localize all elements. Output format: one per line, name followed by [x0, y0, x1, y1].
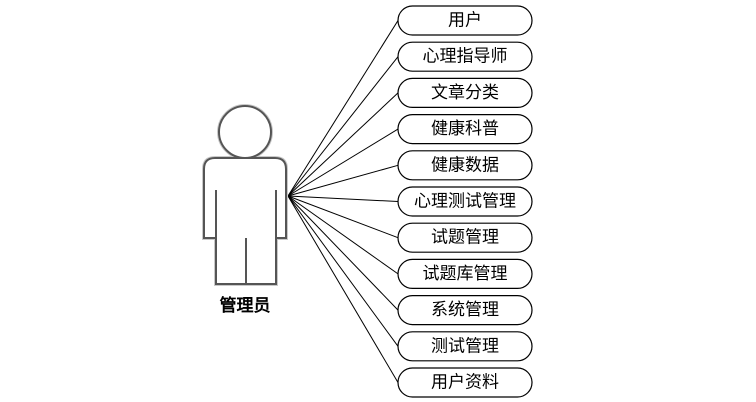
use-case-label: 试题管理 — [431, 228, 499, 248]
use-case-ellipse — [397, 150, 533, 181]
use-case-ellipse — [397, 77, 533, 109]
use-case-ellipse — [397, 222, 533, 253]
use-case-label: 心理指导师 — [423, 47, 508, 67]
use-case-label: 健康数据 — [431, 155, 499, 175]
use-case-label: 系统管理 — [431, 300, 499, 320]
use-case: 用户资料 — [397, 367, 533, 398]
use-case-label: 试题库管理 — [423, 264, 508, 284]
association-line — [287, 195, 399, 311]
use-case: 心理测试管理 — [397, 186, 533, 217]
use-case-ellipse — [397, 41, 533, 72]
actor-body — [203, 157, 287, 285]
association-line — [287, 56, 399, 197]
association-line — [287, 195, 399, 275]
association-line — [287, 128, 399, 197]
use-case-label: 文章分类 — [431, 83, 499, 103]
use-case: 健康科普 — [397, 113, 533, 145]
association-line — [287, 195, 399, 239]
actor-head — [218, 105, 272, 159]
use-case: 测试管理 — [397, 331, 533, 362]
association-line — [287, 195, 399, 202]
use-case: 试题库管理 — [397, 258, 533, 289]
use-case-label: 健康科普 — [431, 119, 499, 139]
use-case-label: 用户资料 — [431, 373, 499, 393]
association-line — [287, 164, 399, 197]
use-case-label: 心理测试管理 — [414, 192, 516, 212]
use-case-label: 用户 — [448, 11, 482, 31]
use-case-ellipse — [397, 367, 533, 398]
use-case-ellipse — [397, 331, 533, 362]
use-case-ellipse — [397, 113, 533, 145]
use-case-ellipse — [397, 186, 533, 217]
use-case: 心理指导师 — [397, 41, 533, 72]
use-case: 用户 — [397, 5, 533, 36]
association-line — [287, 92, 399, 197]
use-case: 健康数据 — [397, 150, 533, 181]
association-line — [287, 195, 399, 347]
use-case-list: 用户心理指导师文章分类健康科普健康数据心理测试管理试题管理试题库管理系统管理测试… — [397, 5, 533, 398]
use-case-ellipse — [397, 258, 533, 289]
use-case-ellipse — [397, 295, 533, 326]
association-line — [287, 20, 399, 197]
association-lines — [287, 20, 399, 383]
use-case-ellipse — [397, 5, 533, 36]
actor-figure: 管理员 — [202, 104, 288, 316]
use-case: 文章分类 — [397, 77, 533, 109]
use-case: 试题管理 — [397, 222, 533, 253]
association-line — [287, 195, 399, 383]
actor-label: 管理员 — [220, 295, 271, 316]
use-case: 系统管理 — [397, 295, 533, 326]
use-case-label: 测试管理 — [431, 336, 499, 356]
